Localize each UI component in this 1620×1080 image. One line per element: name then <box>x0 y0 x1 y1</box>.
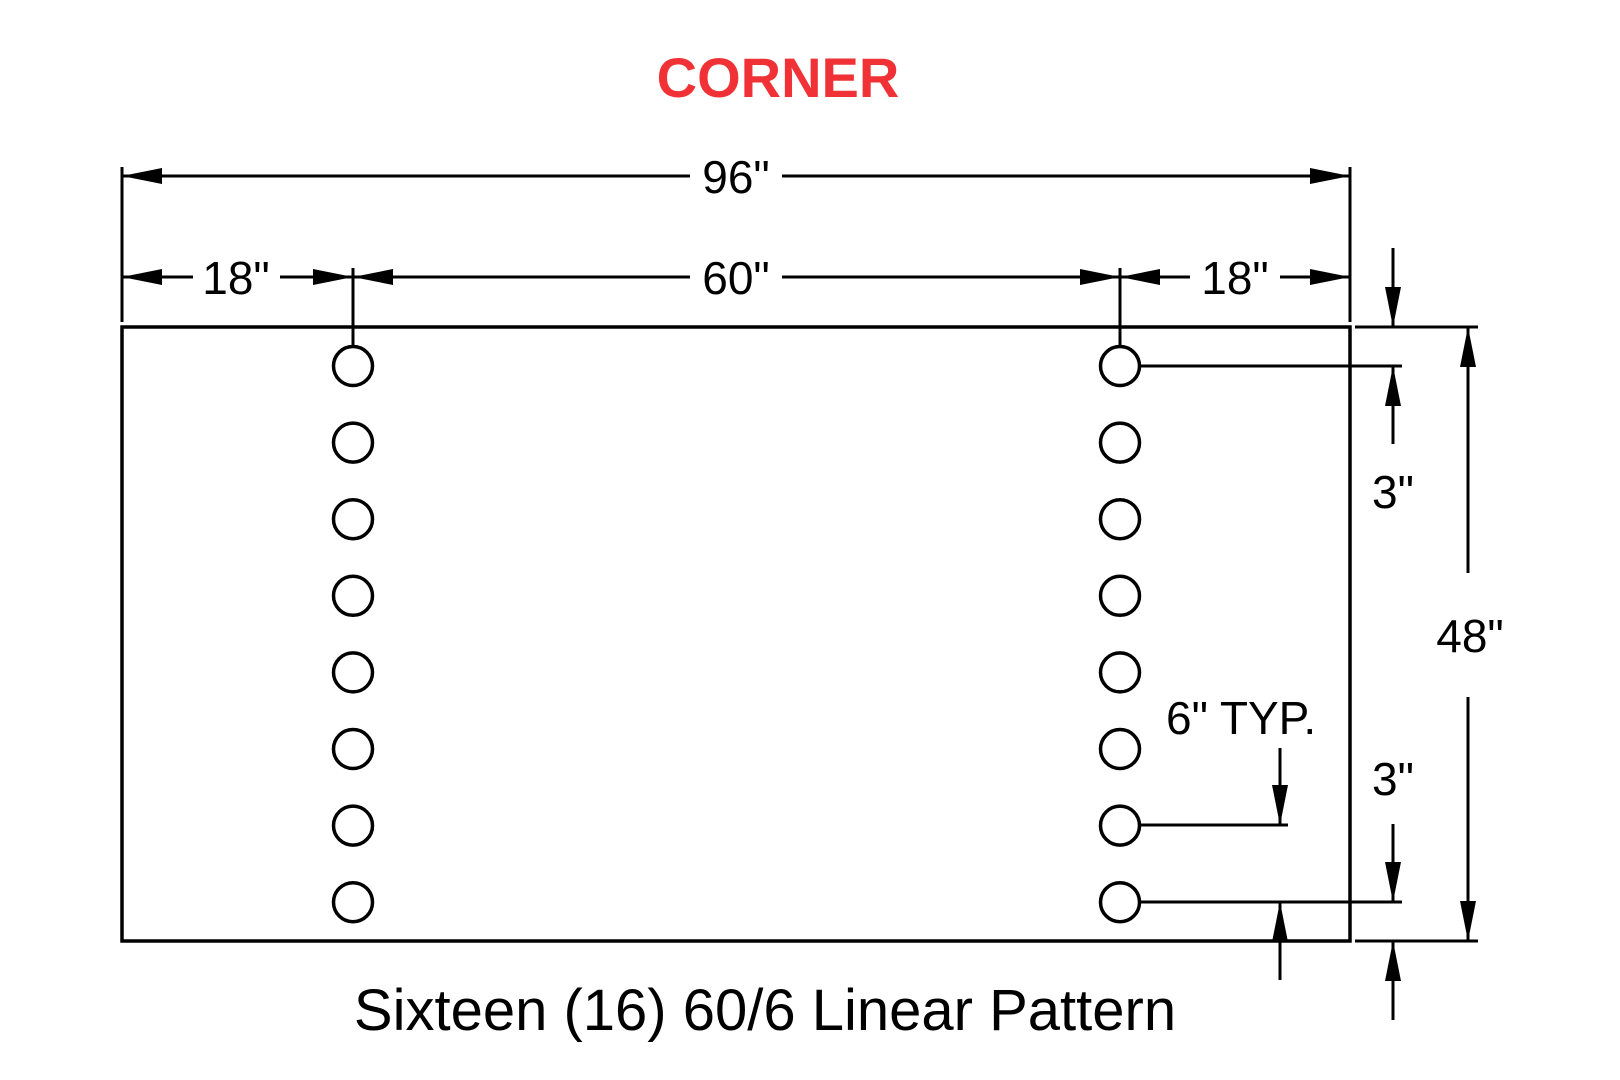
hole-left-5 <box>331 651 375 694</box>
hole-right-2 <box>1098 421 1142 464</box>
right-edge-dimension: 18" <box>1120 252 1350 304</box>
hole-left-1 <box>331 344 375 388</box>
hole-pattern <box>331 344 1142 924</box>
overall-width-label: 96" <box>702 151 770 203</box>
hole-right-8 <box>1098 880 1142 924</box>
hole-left-7 <box>331 804 375 847</box>
hole-left-6 <box>331 727 375 771</box>
center-span-dimension: 60" <box>353 252 1120 304</box>
drawing-title: CORNER <box>657 46 900 109</box>
top-offset-dimension: 3" <box>1120 248 1414 518</box>
hole-right-7 <box>1098 804 1142 847</box>
hole-right-4 <box>1098 574 1142 618</box>
hole-left-8 <box>331 880 375 924</box>
hole-spacing-dimension: 6" TYP. <box>1120 692 1316 980</box>
bottom-offset-label: 3" <box>1372 753 1414 805</box>
overall-height-label: 48" <box>1436 610 1504 662</box>
overall-width-dimension: 96" <box>120 151 1352 322</box>
hole-left-3 <box>331 497 375 541</box>
panel-outline <box>120 325 1352 943</box>
hole-right-3 <box>1098 497 1142 541</box>
center-span-label: 60" <box>702 252 770 304</box>
hole-right-1 <box>1098 344 1142 388</box>
bottom-offset-dimension: 3" <box>1120 753 1414 1020</box>
right-edge-label: 18" <box>1201 252 1269 304</box>
hole-left-4 <box>331 574 375 618</box>
hole-left-2 <box>331 421 375 464</box>
hole-right-6 <box>1098 727 1142 771</box>
left-edge-label: 18" <box>202 252 270 304</box>
hole-right-5 <box>1098 651 1142 694</box>
hole-spacing-label: 6" TYP. <box>1166 692 1316 744</box>
pattern-caption: Sixteen (16) 60/6 Linear Pattern <box>354 978 1176 1043</box>
left-edge-dimension: 18" <box>122 252 353 304</box>
top-offset-label: 3" <box>1372 466 1414 518</box>
overall-height-dimension: 48" <box>1355 325 1504 943</box>
